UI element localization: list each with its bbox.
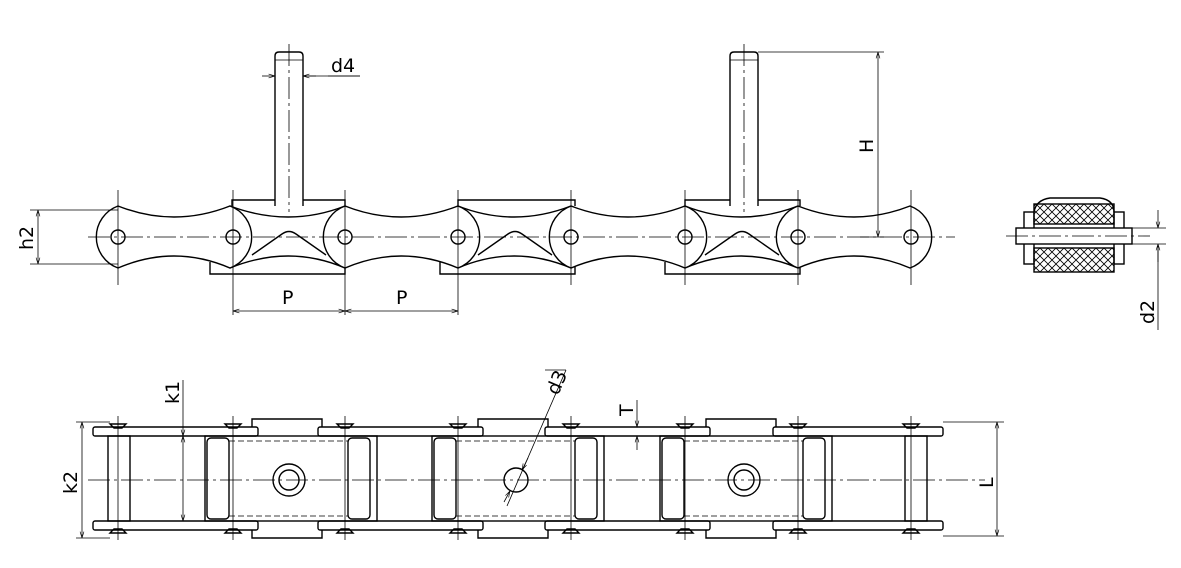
side-view-dimensions: [30, 51, 884, 311]
height-label: H: [856, 139, 878, 153]
hole-diameter-label: d3: [542, 367, 572, 398]
pitch-label-2: P: [396, 287, 407, 309]
top-view-dimensions: [76, 369, 1004, 539]
pitch-label-1: P: [282, 287, 293, 309]
length-label: L: [976, 477, 998, 488]
chain-side-view: [88, 44, 955, 315]
thickness-label: T: [616, 404, 638, 417]
roller-cross-section: [1006, 197, 1166, 330]
width-inner-label: k2: [60, 471, 82, 494]
offset-label: k1: [162, 381, 184, 404]
pin-diameter-label: d4: [331, 55, 355, 77]
chain-top-view: [88, 416, 985, 540]
roller-diameter-label: d2: [1137, 300, 1159, 324]
plate-height-label: h2: [16, 226, 38, 250]
